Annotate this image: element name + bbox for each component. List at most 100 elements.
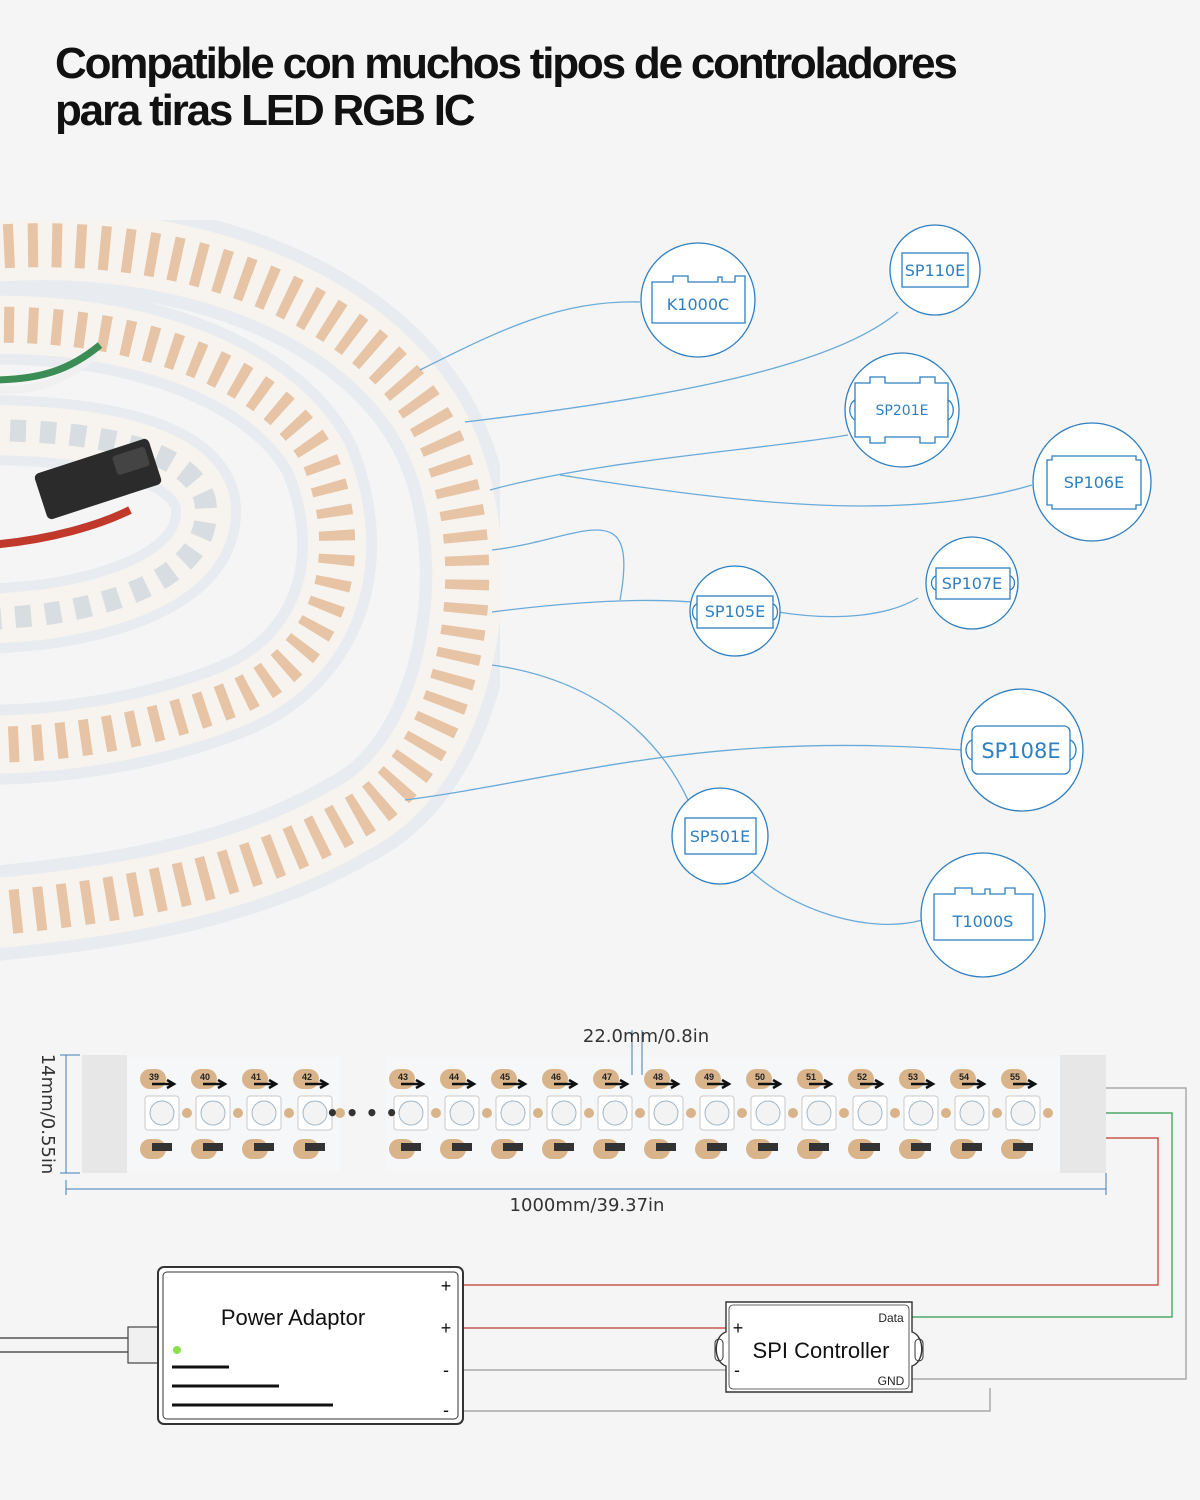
width-label: 14mm/0.55in xyxy=(37,1054,58,1175)
leader-sp108e xyxy=(404,744,963,801)
led-number: 43 xyxy=(398,1072,408,1082)
adaptor-minus-1: - xyxy=(443,1360,449,1380)
led-number: 39 xyxy=(149,1072,159,1082)
direction-arrow-icon xyxy=(152,1078,177,1090)
resistor-dot xyxy=(533,1108,543,1118)
led-unit: 53 xyxy=(899,1069,951,1159)
led-unit: 44 xyxy=(440,1069,492,1159)
leader-sp110e xyxy=(464,311,899,423)
led-number: 50 xyxy=(755,1072,765,1082)
led-lens xyxy=(602,1100,628,1126)
capacitor xyxy=(911,1143,931,1151)
wiring-diagram xyxy=(0,1087,1187,1412)
label-sp106e: SP106E xyxy=(1064,473,1124,492)
page-title: Compatible con muchos tipos de controlad… xyxy=(55,40,958,134)
capacitor xyxy=(152,1143,172,1151)
capacitor xyxy=(656,1143,676,1151)
led-lens xyxy=(704,1100,730,1126)
led-unit: 42 xyxy=(293,1069,345,1159)
led-number: 47 xyxy=(602,1072,612,1082)
leader-t1000s xyxy=(747,867,923,926)
led-number: 41 xyxy=(251,1072,261,1082)
led-number: 55 xyxy=(1010,1072,1020,1082)
resistor-dot xyxy=(482,1108,492,1118)
cord-strain-relief xyxy=(127,1326,159,1364)
end-cap-left xyxy=(82,1055,127,1173)
spi-controller: SPI Controller Data GND + - xyxy=(714,1301,924,1393)
gnd-port-label: GND xyxy=(878,1374,905,1388)
led-number: 52 xyxy=(857,1072,867,1082)
leader-sp106e xyxy=(559,474,1033,507)
led-lens xyxy=(755,1100,781,1126)
resistor-dot xyxy=(941,1108,951,1118)
direction-arrow-icon xyxy=(605,1078,630,1090)
direction-arrow-icon xyxy=(1013,1078,1038,1090)
capacitor xyxy=(305,1143,325,1151)
led-unit: 52 xyxy=(848,1069,900,1159)
direction-arrow-icon xyxy=(962,1078,987,1090)
resistor-dot xyxy=(737,1108,747,1118)
resistor-dot xyxy=(1043,1108,1053,1118)
controller-t1000s: T1000S xyxy=(920,852,1046,978)
capacitor xyxy=(962,1143,982,1151)
coil-middle-dots xyxy=(0,306,356,763)
led-number: 54 xyxy=(959,1072,969,1082)
led-number: 53 xyxy=(908,1072,918,1082)
power-adaptor-label: Power Adaptor xyxy=(221,1305,365,1330)
led-number: 44 xyxy=(449,1072,459,1082)
led-lens xyxy=(806,1100,832,1126)
controller-sp201e: SP201E xyxy=(844,352,960,468)
data-port-label: Data xyxy=(878,1311,904,1325)
direction-arrow-icon xyxy=(305,1078,330,1090)
controller-plus: + xyxy=(733,1318,744,1338)
direction-arrow-icon xyxy=(503,1078,528,1090)
power-adaptor: Power Adaptor + + - - xyxy=(157,1266,464,1425)
led-lens xyxy=(449,1100,475,1126)
capacitor xyxy=(452,1143,472,1151)
adaptor-plus-2: + xyxy=(441,1318,452,1338)
leader-sp501e xyxy=(491,664,689,801)
led-lens xyxy=(959,1100,985,1126)
label-sp501e: SP501E xyxy=(690,827,750,846)
direction-arrow-icon xyxy=(452,1078,477,1090)
led-unit: 39 xyxy=(140,1069,192,1159)
controller-minus: - xyxy=(734,1360,740,1380)
wire-white xyxy=(0,351,98,395)
direction-arrow-icon xyxy=(203,1078,228,1090)
leader-sp201e xyxy=(489,434,849,491)
controller-sp105e: SP105E xyxy=(689,565,781,657)
wire-green xyxy=(0,342,103,384)
spi-controller-label: SPI Controller xyxy=(753,1338,890,1363)
led-unit: 40 xyxy=(191,1069,243,1159)
led-unit: 45 xyxy=(491,1069,543,1159)
led-unit: 54 xyxy=(950,1069,1002,1159)
capacitor xyxy=(1013,1143,1033,1151)
pitch-label: 22.0mm/0.8in xyxy=(583,1026,709,1047)
led-lens xyxy=(653,1100,679,1126)
capacitor xyxy=(809,1143,829,1151)
leader-sp105e-sp107e xyxy=(777,597,919,618)
power-indicator-led xyxy=(173,1346,181,1354)
controller-sp108e: SP108E xyxy=(960,688,1084,812)
direction-arrow-icon xyxy=(860,1078,885,1090)
led-unit: 43 xyxy=(389,1069,441,1159)
label-sp107e: SP107E xyxy=(942,574,1002,593)
resistor-dot xyxy=(686,1108,696,1118)
resistor-dot xyxy=(584,1108,594,1118)
capacitor xyxy=(503,1143,523,1151)
direction-arrow-icon xyxy=(254,1078,279,1090)
controller-sp107e: SP107E xyxy=(925,536,1019,630)
label-sp201e: SP201E xyxy=(876,403,929,419)
wire-red-strip-to-adaptor xyxy=(462,1137,1159,1286)
capacitor xyxy=(554,1143,574,1151)
led-unit: 46 xyxy=(542,1069,594,1159)
direction-arrow-icon xyxy=(401,1078,426,1090)
controller-leader-lines xyxy=(404,301,1033,926)
led-unit: 41 xyxy=(242,1069,294,1159)
capacitor xyxy=(401,1143,421,1151)
strip-ellipsis: • • • • xyxy=(326,1101,398,1125)
resistor-dot xyxy=(635,1108,645,1118)
led-number: 45 xyxy=(500,1072,510,1082)
